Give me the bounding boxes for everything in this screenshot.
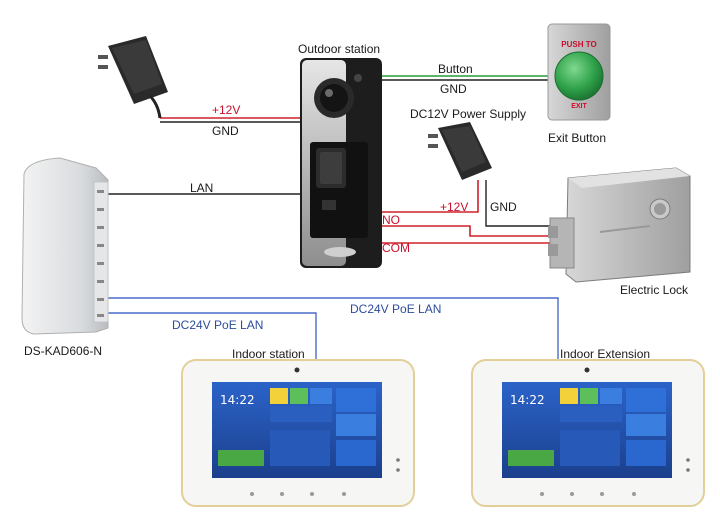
indoor-station-screen-tiles (218, 388, 376, 466)
plus12v-right-wire (380, 180, 479, 213)
gnd-right-label: GND (490, 200, 517, 214)
power-supply-right (428, 122, 492, 180)
no-wire (380, 225, 556, 237)
com-label: COM (382, 241, 410, 255)
indoor-station-device: 14:22 (181, 359, 415, 507)
wires (108, 75, 559, 360)
poe-lan-1-wire (108, 312, 317, 360)
indoor-extension-label: Indoor Extension (560, 347, 651, 361)
switch-label: DS-KAD606-N (24, 344, 103, 358)
poe-lan-2-label: DC24V PoE LAN (350, 302, 442, 316)
indoor-station-label: Indoor station (232, 347, 305, 361)
plus12v-right-label: +12V (440, 200, 469, 214)
exit-button-device: PUSH TO EXIT (547, 23, 611, 121)
gnd-right-wire (485, 180, 556, 227)
electric-lock-device (548, 167, 691, 283)
poe-lan-2-wire (108, 297, 559, 360)
indoor-extension-screen-tiles (508, 388, 666, 466)
button-wire-label: Button (438, 62, 473, 76)
indoor-extension-device: 14:22 (471, 359, 705, 507)
gnd-button-label: GND (440, 82, 467, 96)
exit-button-top-label: PUSH TO (561, 40, 596, 49)
indoor-extension-time: 14:22 (510, 393, 545, 407)
indoor-station-time: 14:22 (220, 393, 255, 407)
outdoor-station-device (300, 58, 382, 268)
switch-device (21, 157, 109, 335)
lan-label: LAN (190, 181, 214, 195)
electric-lock-label: Electric Lock (620, 283, 689, 297)
exit-button-label: Exit Button (548, 131, 607, 145)
outdoor-station-label: Outdoor station (298, 42, 381, 56)
no-label: NO (382, 213, 400, 227)
power-adapter-left (98, 36, 168, 119)
exit-button-bottom-label: EXIT (571, 103, 587, 110)
poe-lan-1-label: DC24V PoE LAN (172, 318, 264, 332)
plus12v-left-label: +12V (212, 103, 241, 117)
gnd-left-label: GND (212, 124, 239, 138)
power-supply-label: DC12V Power Supply (410, 107, 527, 121)
